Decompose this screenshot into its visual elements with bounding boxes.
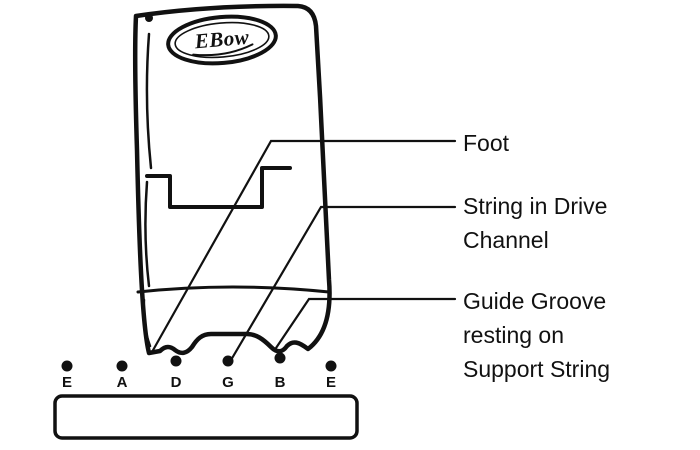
logo-oval-inner <box>174 21 270 59</box>
string-dot-d <box>170 355 182 367</box>
callout-guide-groove: Guide Groove resting on Support String <box>463 288 611 382</box>
seam-line-middle <box>144 180 151 288</box>
callout-drive-channel: String in Drive Channel <box>463 193 608 253</box>
string-label-e-low: E <box>61 374 73 391</box>
string-label-e-high: E <box>325 374 337 391</box>
string-label-g: G <box>222 374 234 391</box>
string-dot-a <box>116 360 128 372</box>
string-label-a: A <box>116 374 128 391</box>
logo-group: EBow <box>166 14 278 66</box>
seam-line-lower <box>142 298 152 348</box>
skirt-line <box>136 285 331 294</box>
string-dot-e-low <box>61 360 73 372</box>
string-label-d: D <box>170 374 182 391</box>
string-dot-e-high <box>325 360 337 372</box>
callout-foot: Foot <box>463 130 510 156</box>
string-label-b: B <box>274 374 286 391</box>
string-dot-b <box>274 352 286 364</box>
logo-swoosh <box>192 43 254 57</box>
fretboard <box>53 394 359 440</box>
leader-line-foot <box>150 139 457 354</box>
seam-line-upper <box>145 32 153 170</box>
pilot-dot <box>145 14 153 22</box>
leader-line-drive-channel <box>229 205 457 362</box>
leader-line-guide-groove <box>274 297 457 350</box>
foot-step-outline <box>145 166 292 209</box>
string-dot-g <box>222 355 234 367</box>
